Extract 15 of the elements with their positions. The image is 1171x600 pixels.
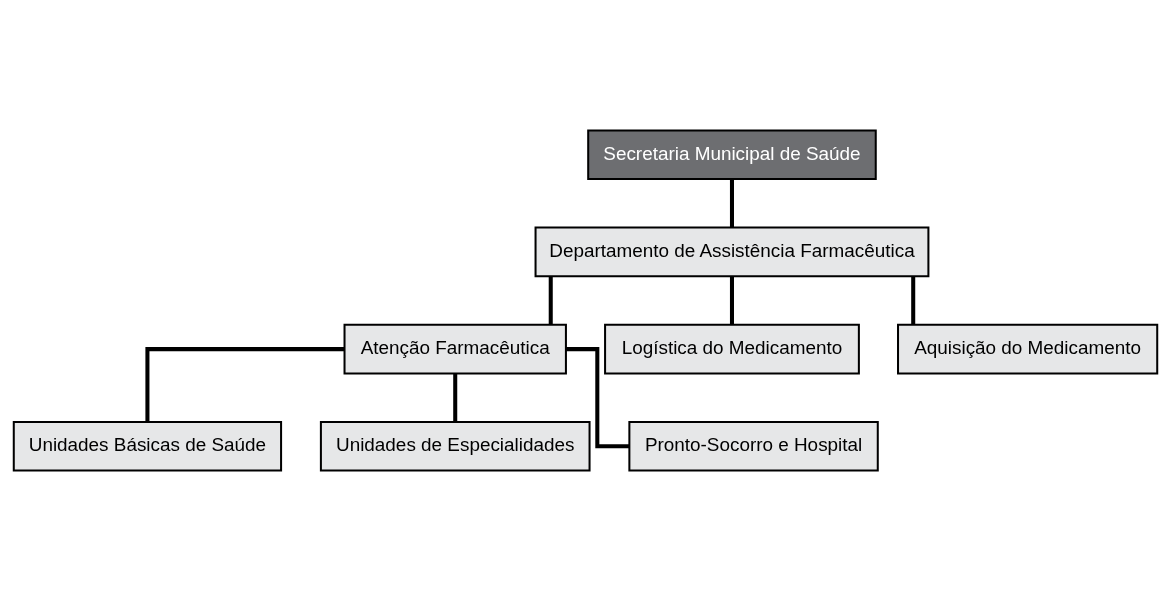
connector — [729, 275, 734, 324]
node-box: Logística do Medicamento — [604, 323, 860, 374]
node-box: Secretaria Municipal de Saúde — [587, 128, 877, 180]
node-box: Aquisição do Medicamento — [897, 323, 1159, 374]
node-box: Atenção Farmacêutica — [343, 323, 567, 374]
connector — [453, 373, 458, 421]
node-box: Unidades Básicas de Saúde — [12, 420, 283, 472]
connector — [911, 275, 916, 324]
connector — [729, 178, 734, 227]
node-box: Pronto-Socorro e Hospital — [628, 420, 879, 472]
connector — [566, 346, 630, 448]
node-box: Departamento de Assistência Farmacêutica — [534, 226, 930, 277]
connector — [548, 275, 553, 324]
connector — [145, 346, 345, 422]
node-box: Unidades de Especialidades — [319, 420, 591, 472]
